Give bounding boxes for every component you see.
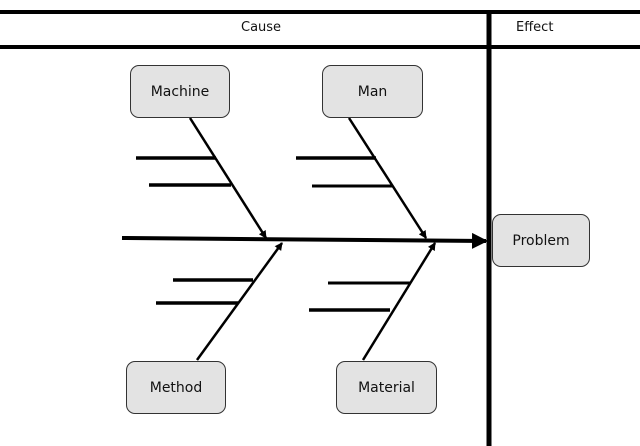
effect-box-problem: Problem xyxy=(492,214,590,267)
method-bone xyxy=(195,242,284,361)
cause-box-method: Method xyxy=(126,361,226,414)
cause-box-material: Material xyxy=(336,361,437,414)
cause-box-man: Man xyxy=(322,65,423,118)
spine-arrow xyxy=(121,232,488,249)
man-bone xyxy=(347,117,428,239)
machine-bone xyxy=(188,117,268,239)
effect-header: Effect xyxy=(516,20,554,35)
material-bone xyxy=(361,242,437,361)
cause-header: Cause xyxy=(241,20,282,35)
cause-box-machine: Machine xyxy=(130,65,230,118)
